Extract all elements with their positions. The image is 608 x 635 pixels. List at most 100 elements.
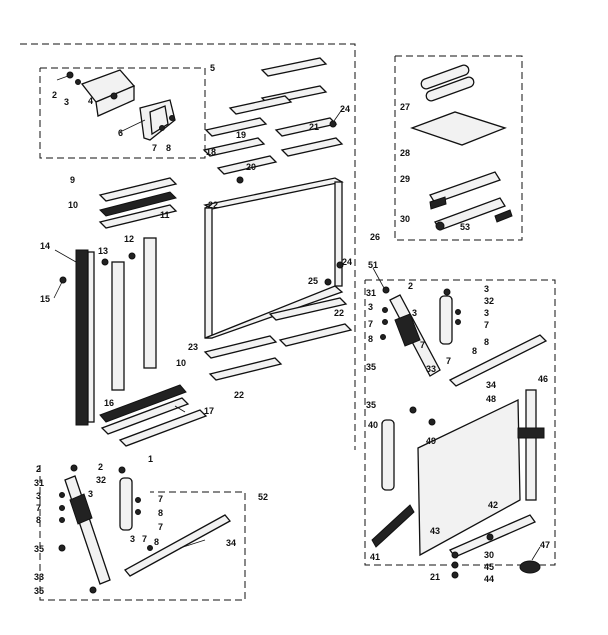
kit-26-parts (410, 64, 513, 231)
callout-25: 25 (308, 276, 318, 286)
callout-labels: 1 2 3 4 5 6 7 8 9 10 10 11 12 13 14 15 1… (34, 63, 550, 596)
callout-3: 3 (412, 308, 417, 318)
callout-3: 3 (368, 302, 373, 312)
callout-19: 19 (236, 130, 246, 140)
callout-1: 1 (148, 454, 153, 464)
callout-17: 17 (204, 406, 214, 416)
callout-40: 40 (368, 420, 378, 430)
callout-29: 29 (400, 174, 410, 184)
callout-46: 46 (538, 374, 548, 384)
callout-7: 7 (484, 320, 489, 330)
callout-31: 31 (366, 288, 376, 298)
callout-18: 18 (206, 147, 216, 157)
callout-27: 27 (400, 102, 410, 112)
callout-11: 11 (160, 210, 170, 220)
callout-2: 2 (98, 462, 103, 472)
callout-53: 53 (460, 222, 470, 232)
callout-28: 28 (400, 148, 410, 158)
callout-7: 7 (36, 503, 41, 513)
callout-22: 22 (208, 200, 218, 210)
callout-2: 2 (52, 90, 57, 100)
callout-35: 35 (34, 544, 44, 554)
callout-52: 52 (258, 492, 268, 502)
bracket-parts (66, 69, 176, 141)
callout-14: 14 (40, 241, 50, 251)
bracket-box-frame (39, 67, 206, 159)
callout-15: 15 (40, 294, 50, 304)
callout-33: 33 (34, 572, 44, 582)
callout-7: 7 (158, 522, 163, 532)
callout-32: 32 (484, 296, 494, 306)
callout-32: 32 (96, 475, 106, 485)
callout-24: 24 (340, 104, 350, 114)
upper-rails (202, 57, 344, 184)
callout-31: 31 (34, 478, 44, 488)
callout-21: 21 (309, 122, 319, 132)
kit-52-frame (39, 465, 246, 601)
callout-3: 3 (36, 491, 41, 501)
callout-23: 23 (188, 342, 198, 352)
callout-5: 5 (210, 63, 215, 73)
callout-35: 35 (366, 400, 376, 410)
callout-3: 3 (484, 308, 489, 318)
callout-6: 6 (118, 128, 123, 138)
callout-7: 7 (152, 143, 157, 153)
callout-34: 34 (226, 538, 236, 548)
callout-10: 10 (176, 358, 186, 368)
callout-35: 35 (34, 586, 44, 596)
callout-9: 9 (70, 175, 75, 185)
window-frame (203, 177, 344, 339)
callout-7: 7 (158, 494, 163, 504)
callout-26: 26 (370, 232, 380, 242)
callout-47: 47 (540, 540, 550, 550)
callout-3: 3 (484, 284, 489, 294)
callout-3: 3 (64, 97, 69, 107)
callout-51: 51 (368, 260, 378, 270)
callout-30: 30 (484, 550, 494, 560)
callout-22: 22 (234, 390, 244, 400)
callout-22: 22 (334, 308, 344, 318)
callout-3: 3 (88, 489, 93, 499)
callout-34: 34 (486, 380, 496, 390)
callout-48: 48 (486, 394, 496, 404)
kit-52-parts (58, 464, 232, 594)
callout-4: 4 (88, 96, 93, 106)
callout-43: 43 (430, 526, 440, 536)
callout-49: 49 (426, 436, 436, 446)
callout-33: 33 (426, 364, 436, 374)
callout-45: 45 (484, 562, 494, 572)
callout-2: 2 (408, 281, 413, 291)
callout-21: 21 (430, 572, 440, 582)
callout-8: 8 (154, 537, 159, 547)
leader-lines (53, 75, 541, 561)
callout-42: 42 (488, 500, 498, 510)
lower-rails (203, 297, 353, 381)
kit-26-frame (394, 55, 523, 241)
side-channels (59, 177, 208, 447)
callout-35: 35 (366, 362, 376, 372)
callout-8: 8 (368, 334, 373, 344)
callout-10: 10 (68, 200, 78, 210)
callout-20: 20 (246, 162, 256, 172)
callout-7: 7 (446, 356, 451, 366)
callout-3: 3 (130, 534, 135, 544)
callout-7: 7 (142, 534, 147, 544)
callout-8: 8 (472, 346, 477, 356)
callout-8: 8 (158, 508, 163, 518)
callout-8: 8 (36, 515, 41, 525)
callout-30: 30 (400, 214, 410, 224)
callout-7: 7 (420, 340, 425, 350)
kit-51-frame (364, 279, 556, 566)
callout-2: 2 (36, 464, 41, 474)
callout-8: 8 (166, 143, 171, 153)
callout-41: 41 (370, 552, 380, 562)
callout-8: 8 (484, 337, 489, 347)
callout-12: 12 (124, 234, 134, 244)
main-assembly-frame (20, 43, 356, 450)
callout-13: 13 (98, 246, 108, 256)
kit-51-parts (371, 286, 548, 579)
callout-7: 7 (368, 319, 373, 329)
callout-44: 44 (484, 574, 494, 584)
callout-16: 16 (104, 398, 114, 408)
